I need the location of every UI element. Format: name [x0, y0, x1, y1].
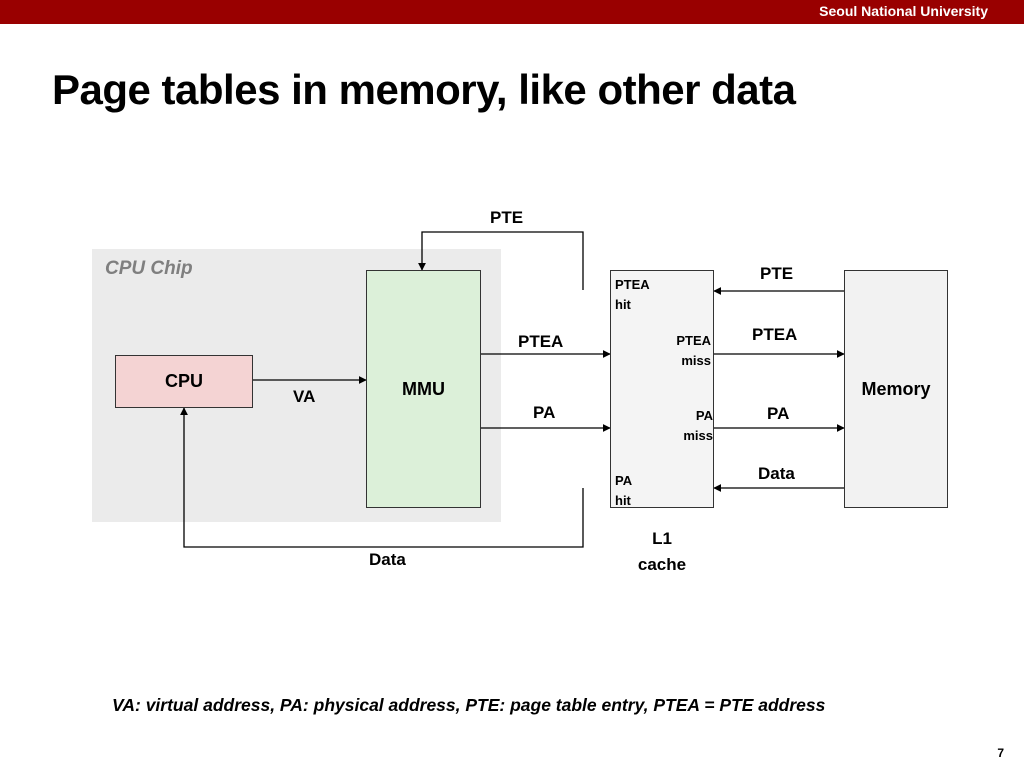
label-data-bottom: Data: [369, 550, 406, 569]
label-pa-mmu-cache: PA: [533, 403, 556, 422]
page-number: 7: [997, 746, 1004, 760]
label-pte-top: PTE: [490, 208, 524, 227]
label-va: VA: [293, 387, 316, 406]
label-ptea-mmu-cache: PTEA: [518, 332, 564, 351]
footnote: VA: virtual address, PA: physical addres…: [112, 695, 826, 715]
cpu-box: CPU: [115, 355, 253, 408]
l1-cache-label: L1 cache: [622, 526, 702, 578]
arrow-data-to-cpu: [180, 407, 584, 548]
slide-title: Page tables in memory, like other data: [52, 66, 796, 113]
mmu-label: MMU: [402, 378, 445, 399]
label-pte-memory: PTE: [760, 264, 794, 283]
note-ptea-miss-line2: miss: [681, 353, 711, 368]
label-ptea-memory: PTEA: [752, 325, 798, 344]
note-pa-hit-line1: PA: [615, 473, 633, 488]
l1-cache-label-line1: L1: [652, 529, 672, 548]
note-pa-hit-line2: hit: [615, 493, 631, 508]
l1-cache-label-line2: cache: [637, 555, 687, 574]
label-data-memory: Data: [758, 464, 795, 483]
mmu-box: MMU: [366, 270, 481, 508]
memory-box: Memory: [844, 270, 948, 508]
note-ptea-hit-line1: PTEA: [615, 277, 650, 292]
note-ptea-hit: PTEA hit: [615, 275, 650, 315]
header-bar: Seoul National University: [0, 0, 1024, 24]
note-ptea-hit-line2: hit: [615, 297, 631, 312]
note-pa-miss-line2: miss: [683, 428, 713, 443]
cpu-chip-label: CPU Chip: [105, 258, 193, 279]
cpu-label: CPU: [164, 371, 203, 391]
note-pa-miss-line1: PA: [695, 408, 713, 423]
note-pa-hit: PA hit: [615, 471, 632, 511]
l1-cache-box: [610, 270, 714, 508]
note-pa-miss: PA miss: [660, 406, 713, 446]
memory-label: Memory: [861, 378, 931, 399]
label-pa-memory: PA: [767, 404, 790, 423]
arrow-pte-to-mmu: [418, 231, 584, 290]
note-ptea-miss-line1: PTEA: [676, 333, 711, 348]
university-name: Seoul National University: [819, 3, 988, 19]
note-ptea-miss: PTEA miss: [660, 331, 711, 371]
